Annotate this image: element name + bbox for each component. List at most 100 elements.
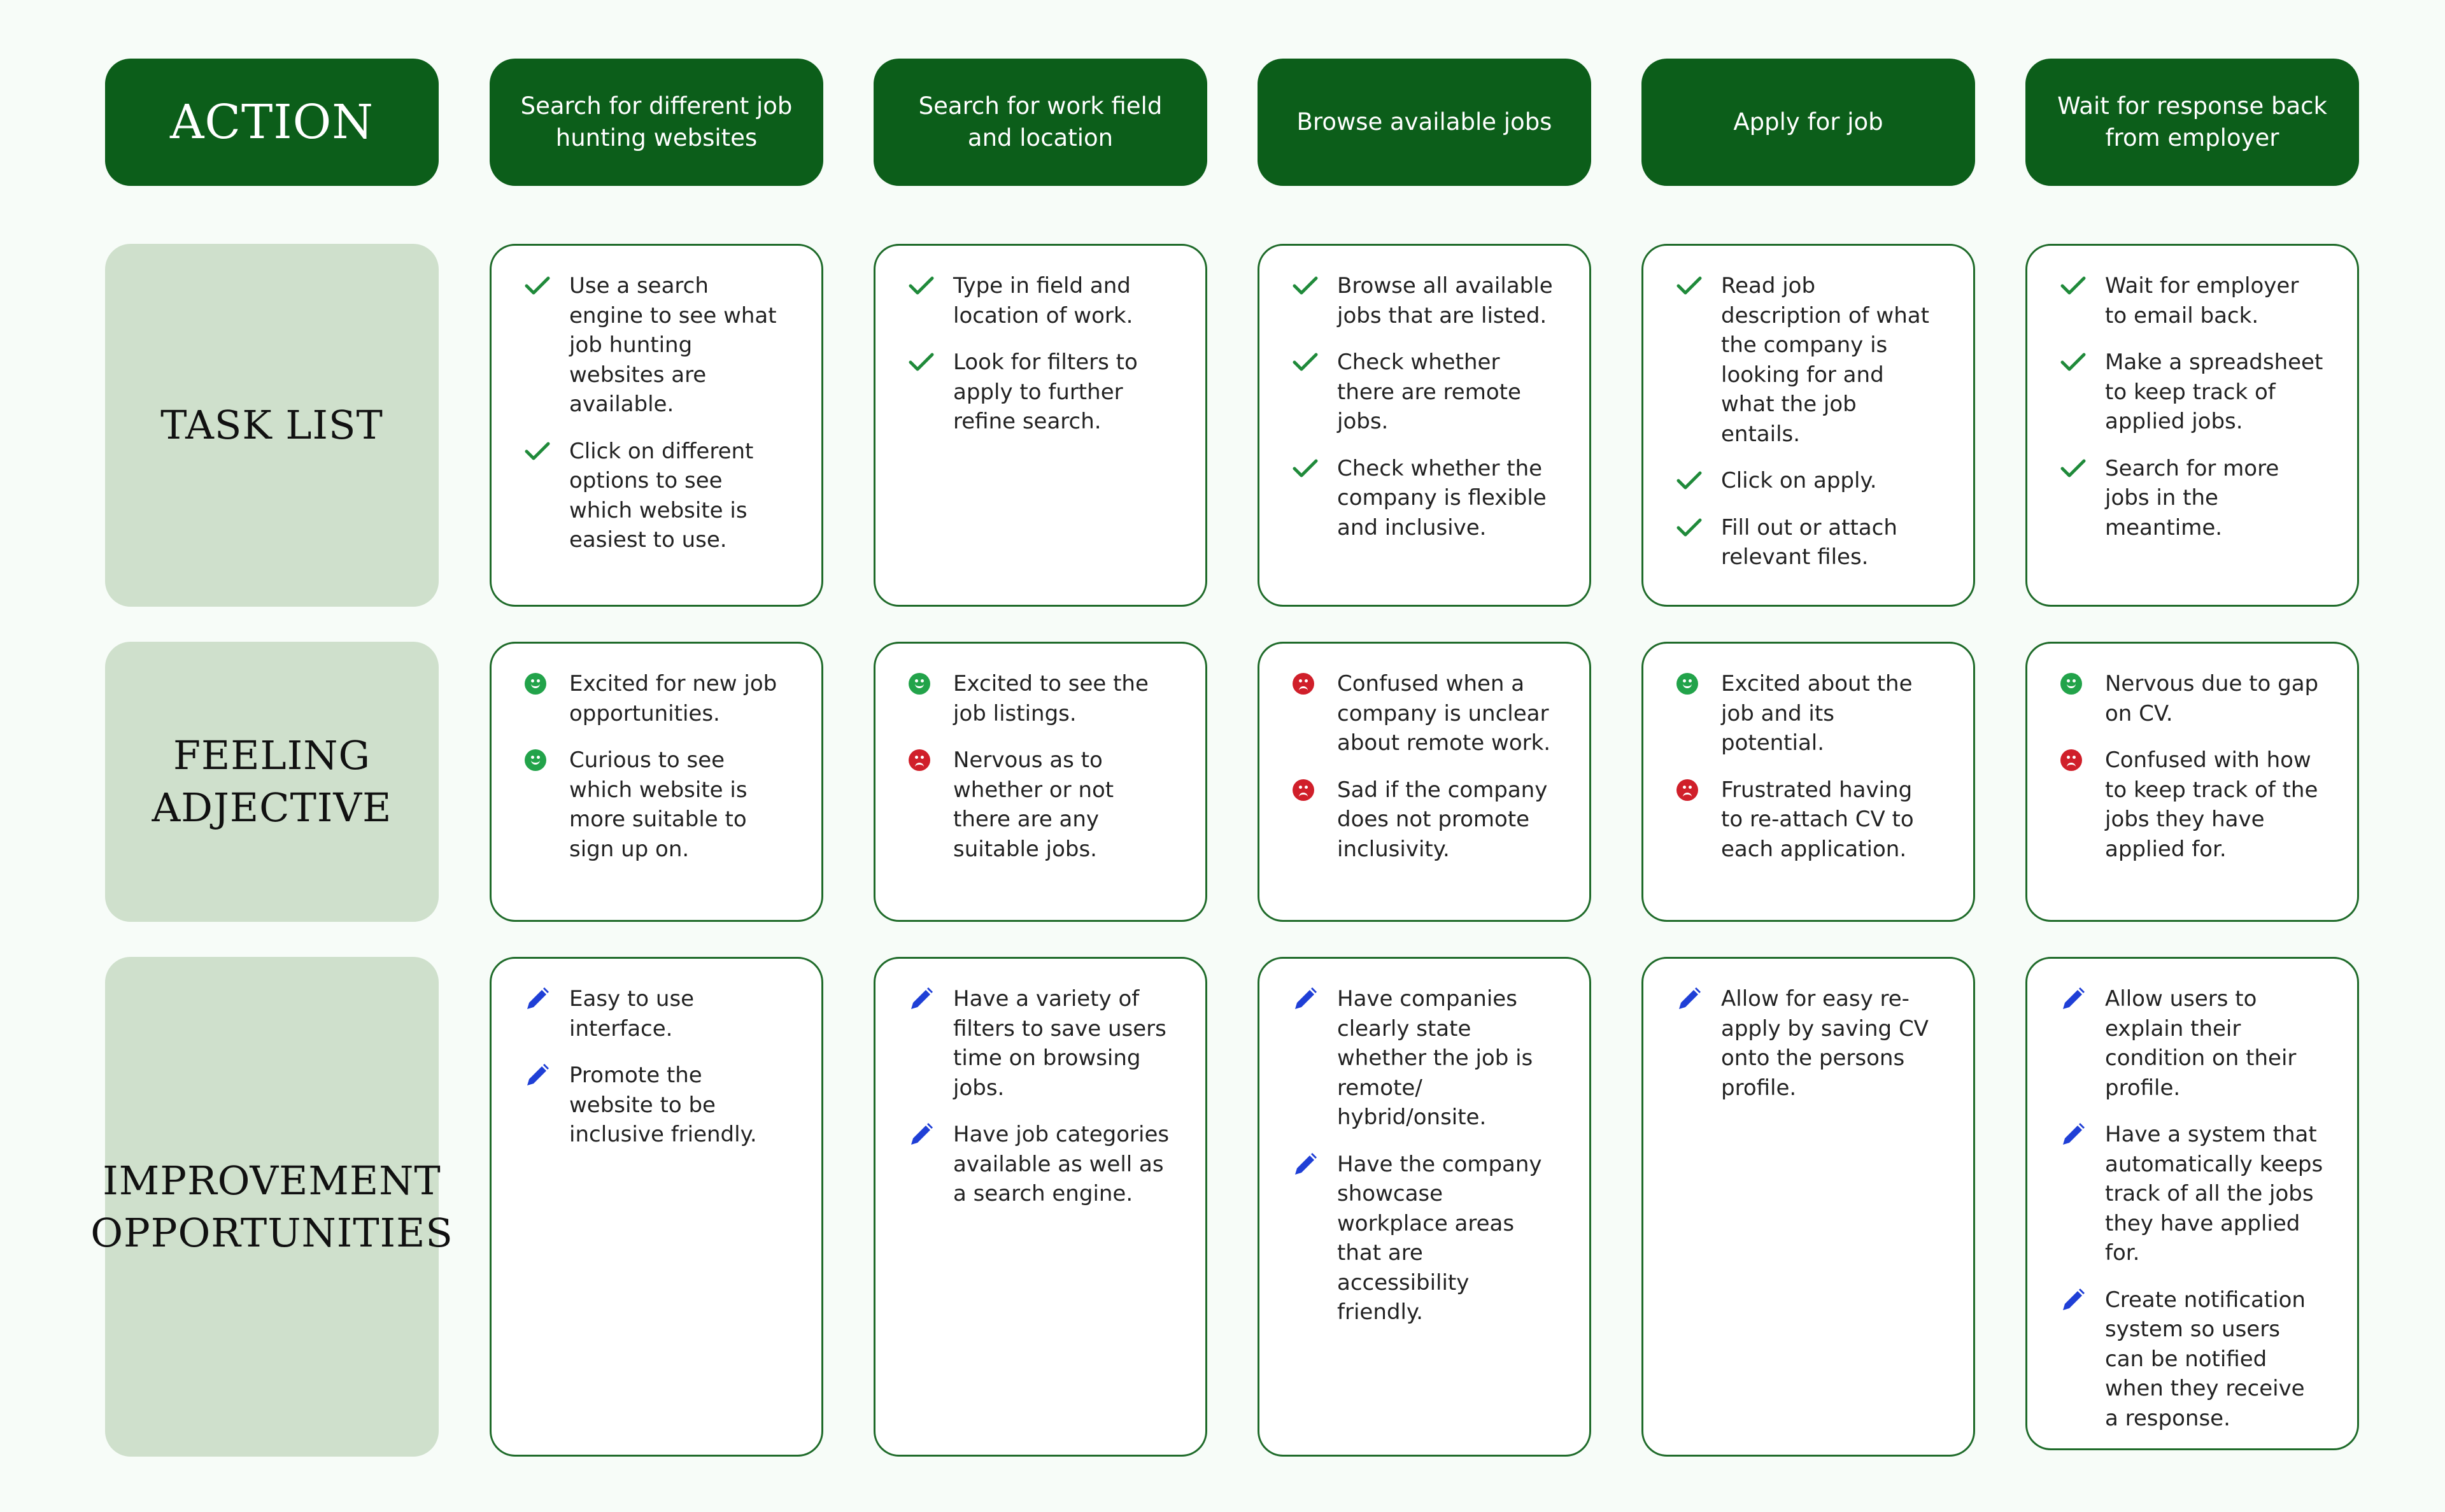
list-item: Nervous as to whether or not there are a… [909,745,1172,864]
item-text: Have companies clearly state whether the… [1337,986,1533,1130]
list-item: Have job categories available as well as… [909,1120,1172,1209]
row-label-feeling: FEELING ADJECTIVE [105,642,439,922]
sad-face-icon [909,745,953,775]
list-item: Frustrated having to re-attach CV to eac… [1676,775,1940,865]
step-header-5: Wait for response back from employer [2025,59,2359,186]
check-icon [2060,348,2105,377]
list-item: Read job description of what the company… [1676,271,1940,449]
item-text: Use a search engine to see what job hunt… [569,273,777,417]
feeling-card-4: Excited about the job and its potential.… [1641,642,1975,922]
pencil-icon [909,1120,953,1149]
list-item: Fill out or attach relevant files. [1676,513,1940,572]
item-text: Excited about the job and its potential. [1721,671,1913,756]
list-item: Allow for easy re-apply by saving CV ont… [1676,984,1940,1103]
action-header: ACTION [105,59,439,186]
item-text: Search for more jobs in the meantime. [2105,455,2279,541]
list-item: Click on apply. [1676,466,1940,496]
list-item: Have a variety of filters to save users … [909,984,1172,1103]
happy-face-icon [525,669,569,698]
list-item: Easy to use interface. [525,984,788,1043]
happy-face-icon [1676,669,1721,698]
item-text: Type in field and location of work. [953,273,1133,329]
item-text: Frustrated having to re-attach CV to eac… [1721,777,1914,862]
list-item: Use a search engine to see what job hunt… [525,271,788,420]
list-item: Excited for new job opportunities. [525,669,788,728]
feeling-card-1: Excited for new job opportunities. Curiou… [490,642,823,922]
pencil-icon [525,1061,569,1090]
list-item: Browse all available jobs that are liste… [1293,271,1556,330]
check-icon [909,271,953,300]
improvement-card-5: Allow users to explain their condition o… [2025,957,2359,1450]
item-text: Nervous as to whether or not there are a… [953,747,1114,862]
sad-face-icon [1293,669,1337,698]
list-item: Make a spreadsheet to keep track of appl… [2060,348,2324,437]
list-item: Wait for employer to email back. [2060,271,2324,330]
list-item: Confused with how to keep track of the j… [2060,745,2324,864]
list-item: Search for more jobs in the meantime. [2060,454,2324,543]
item-text: Promote the website to be inclusive frie… [569,1063,757,1147]
item-text: Nervous due to gap on CV. [2105,671,2319,726]
check-icon [1293,271,1337,300]
task-list-card-3: Browse all available jobs that are liste… [1258,244,1591,607]
pencil-icon [2060,984,2105,1014]
check-icon [1293,454,1337,483]
item-text: Excited for new job opportunities. [569,671,777,726]
pencil-icon [1293,1150,1337,1179]
list-item: Promote the website to be inclusive frie… [525,1061,788,1150]
improvement-card-1: Easy to use interface. Promote the websit… [490,957,823,1457]
item-text: Allow for easy re-apply by saving CV ont… [1721,986,1929,1101]
happy-face-icon [525,745,569,775]
task-list-card-5: Wait for employer to email back. Make a s… [2025,244,2359,607]
check-icon [525,271,569,300]
check-icon [909,348,953,377]
happy-face-icon [909,669,953,698]
item-text: Fill out or attach relevant files. [1721,514,1897,570]
item-text: Click on apply. [1721,468,1877,493]
item-text: Curious to see which website is more sui… [569,747,748,862]
item-text: Click on different options to see which … [569,438,754,553]
item-text: Check whether there are remote jobs. [1337,350,1521,434]
check-icon [1676,271,1721,300]
item-text: Have a variety of filters to save users … [953,986,1166,1101]
list-item: Type in field and location of work. [909,271,1172,330]
list-item: Look for filters to apply to further ref… [909,348,1172,437]
row-label-task-list: TASK LIST [105,244,439,607]
pencil-icon [909,984,953,1014]
item-text: Look for filters to apply to further ref… [953,350,1138,434]
item-text: Have a system that automatically keeps t… [2105,1122,2323,1266]
improvement-card-4: Allow for easy re-apply by saving CV ont… [1641,957,1975,1457]
list-item: Check whether the company is flexible an… [1293,454,1556,543]
check-icon [2060,271,2105,300]
item-text: Have the company showcase workplace area… [1337,1151,1542,1325]
item-text: Check whether the company is flexible an… [1337,455,1547,541]
list-item: Have a system that automatically keeps t… [2060,1120,2324,1268]
feeling-card-5: Nervous due to gap on CV. Confused with h… [2025,642,2359,922]
check-icon [525,437,569,466]
list-item: Excited about the job and its potential. [1676,669,1940,758]
item-text: Excited to see the job listings. [953,671,1149,726]
check-icon [1676,513,1721,542]
happy-face-icon [2060,669,2105,698]
step-header-1: Search for different job hunting website… [490,59,823,186]
list-item: Have companies clearly state whether the… [1293,984,1556,1133]
pencil-icon [1676,984,1721,1014]
step-header-2: Search for work field and location [874,59,1207,186]
pencil-icon [1293,984,1337,1014]
task-list-card-1: Use a search engine to see what job hunt… [490,244,823,607]
improvement-card-2: Have a variety of filters to save users … [874,957,1207,1457]
list-item: Nervous due to gap on CV. [2060,669,2324,728]
item-text: Wait for employer to email back. [2105,273,2299,329]
pencil-icon [2060,1285,2105,1315]
task-list-card-4: Read job description of what the company… [1641,244,1975,607]
item-text: Browse all available jobs that are liste… [1337,273,1553,329]
task-list-card-2: Type in field and location of work. Look … [874,244,1207,607]
item-text: Allow users to explain their condition o… [2105,986,2297,1101]
list-item: Check whether there are remote jobs. [1293,348,1556,437]
item-text: Have job categories available as well as… [953,1122,1170,1206]
list-item: Click on different options to see which … [525,437,788,555]
improvement-card-3: Have companies clearly state whether the… [1258,957,1591,1457]
sad-face-icon [1676,775,1721,805]
list-item: Allow users to explain their condition o… [2060,984,2324,1103]
check-icon [1293,348,1337,377]
sad-face-icon [2060,745,2105,775]
